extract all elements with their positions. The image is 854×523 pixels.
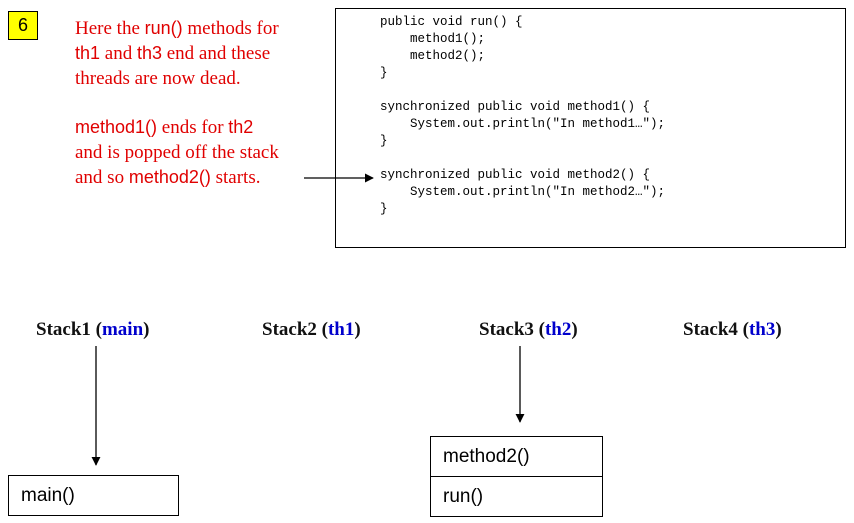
stack3-label: Stack3 (th2) (479, 319, 578, 341)
note2-text: starts. (210, 167, 261, 188)
note1-run-token: run() (144, 18, 183, 38)
slide-number-badge: 6 (8, 11, 38, 40)
note1-line3: threads are now dead. (75, 68, 241, 89)
explanation-note-threads-dead: Here the run() methods for th1 and th3 e… (75, 16, 279, 91)
thread-name-th3: th3 (748, 319, 776, 340)
note2-method2-token: method2() (128, 167, 211, 187)
stack-label-text: ) (775, 319, 782, 340)
note2-line1: method1() ends for th2 (75, 115, 279, 140)
thread-name-th2: th2 (544, 319, 572, 340)
stack-label-text: Stack4 ( (683, 319, 749, 340)
stack1-label: Stack1 (main) (36, 319, 150, 341)
note1-th1-token: th1 (75, 43, 101, 63)
method2-code: synchronized public void method2() { Sys… (380, 168, 666, 216)
stack-label-text: ) (143, 319, 150, 340)
note1-text: Here the (75, 18, 145, 39)
note2-th2-token: th2 (228, 117, 254, 137)
stack-label-text: Stack1 ( (36, 319, 102, 340)
run-method-code: public void run() { method1(); method2()… (380, 15, 523, 80)
stack4-label: Stack4 (th3) (683, 319, 782, 341)
code-listing-box: public void run() { method1(); method2()… (335, 8, 846, 248)
stack-frame-method2: method2() (430, 436, 603, 477)
note1-line1: Here the run() methods for (75, 16, 279, 41)
stack-label-text: ) (571, 319, 578, 340)
thread-name-main: main (101, 319, 144, 340)
method1-code: synchronized public void method1() { Sys… (380, 100, 666, 148)
thread-name-th1: th1 (327, 319, 355, 340)
note2-method1-token: method1() (75, 117, 158, 137)
stack-label-text: Stack3 ( (479, 319, 545, 340)
stack-frame-run: run() (430, 476, 603, 517)
stack-label-text: ) (354, 319, 361, 340)
note1-text: end and these (162, 43, 271, 64)
stack-frame-main: main() (8, 475, 179, 516)
note2-line2: and is popped off the stack (75, 142, 279, 163)
note2-line3: and so method2() starts. (75, 165, 279, 190)
note2-text: and so (75, 167, 129, 188)
stack2-label: Stack2 (th1) (262, 319, 361, 341)
explanation-note-method2-starts: method1() ends for th2 and is popped off… (75, 115, 279, 190)
note1-line2: th1 and th3 end and these (75, 41, 279, 66)
note2-text: ends for (157, 117, 229, 138)
note1-text: methods for (182, 18, 279, 39)
stack-label-text: Stack2 ( (262, 319, 328, 340)
note1-th3-token: th3 (136, 43, 162, 63)
note1-text: and (100, 43, 137, 64)
